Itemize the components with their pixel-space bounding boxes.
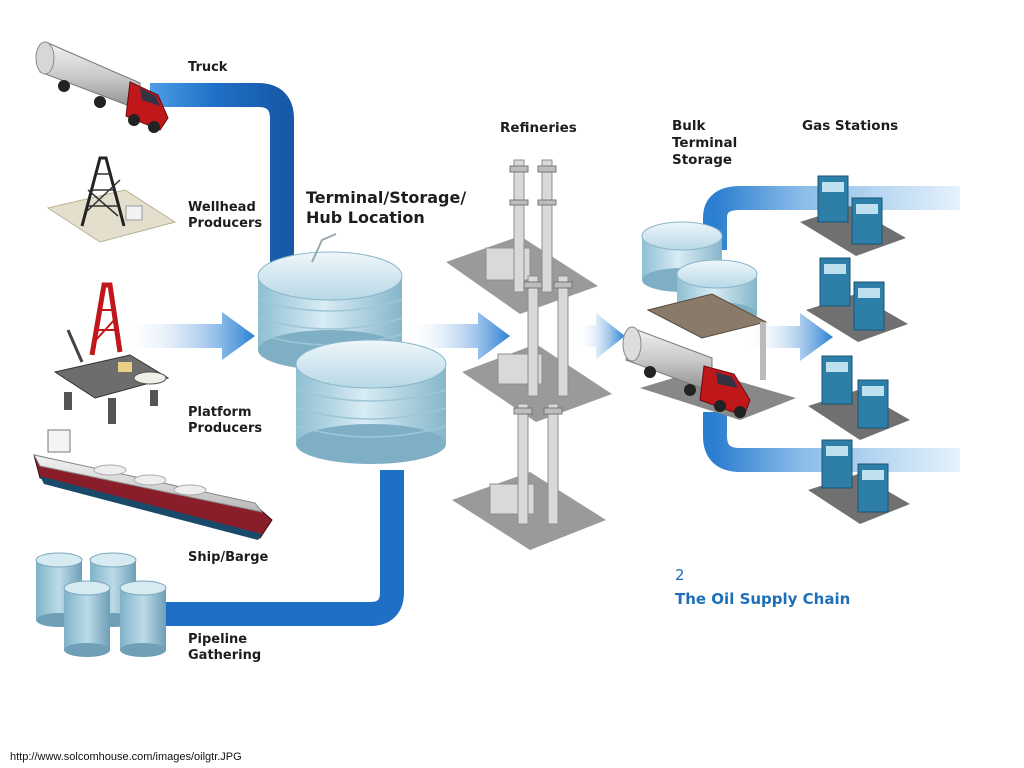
terminal-storage-tanks-icon [257,233,447,464]
gas-station-2 [806,257,908,342]
label-platform-producers: Platform Producers [188,405,263,436]
label-terminal-storage-hub: Terminal/Storage/ Hub Location [306,188,467,227]
gas-station-1 [800,175,906,256]
gas-station-3 [808,355,910,440]
figure-number: 2 [675,566,685,584]
pipeline-tanks-icon [35,552,167,657]
label-wellhead-producers: Wellhead Producers [188,200,263,231]
arrow-refineries-to-bulk [578,313,625,359]
ship-barge-icon [33,429,273,540]
wellhead-derrick-icon [46,156,177,243]
label-truck: Truck [188,60,228,75]
label-ship-barge: Ship/Barge [188,550,269,565]
gas-stations-icon [800,175,910,524]
arrow-platform-to-terminal [120,312,255,360]
gas-station-4 [808,439,910,524]
arrow-terminal-to-refineries [405,312,510,360]
label-gas-stations: Gas Stations [802,118,899,134]
flow-arrows [120,312,833,361]
label-pipeline-gathering: Pipeline Gathering [188,632,262,663]
flow-pipes [150,83,960,626]
bulk-terminal-icon [622,221,796,420]
label-bulk-terminal-storage: Bulk Terminal Storage [672,118,738,168]
source-url: http://www.solcomhouse.com/images/oilgtr… [10,751,242,763]
truck-icon [35,41,169,133]
arrow-bulk-to-stations [745,313,833,361]
figure-title: The Oil Supply Chain [675,590,851,608]
offshore-platform-icon [53,282,170,424]
label-refineries: Refineries [500,120,577,136]
refineries-icon [446,159,612,550]
